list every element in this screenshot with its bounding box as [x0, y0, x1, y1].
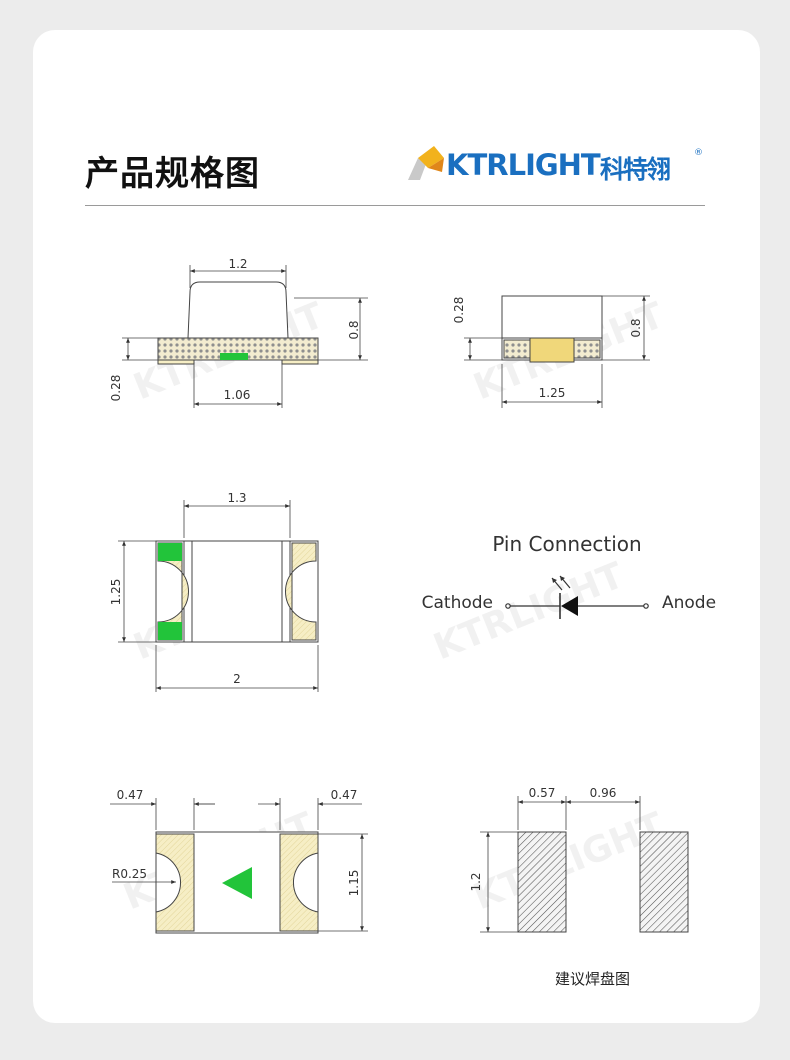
- dim-side-bottom-width: 1.06: [224, 388, 251, 402]
- pin-connection-title: Pin Connection: [492, 532, 641, 556]
- led-symbol-icon: [505, 575, 649, 619]
- bottom-view: [110, 798, 368, 934]
- dim-top-length: 2: [233, 672, 241, 686]
- spec-card: [33, 30, 760, 1023]
- top-view: [118, 500, 319, 692]
- dim-bottom-height: 1.15: [347, 870, 361, 897]
- end-pad-right: [573, 339, 601, 359]
- land-pattern: [480, 796, 689, 933]
- bottom-pad-left: [155, 833, 195, 932]
- cathode-label: Cathode: [422, 593, 493, 613]
- dim-land-width: 0.57: [529, 786, 556, 800]
- dim-bottom-pad-left: 0.47: [117, 788, 144, 802]
- registered-mark: ®: [694, 148, 703, 158]
- dim-end-pad-height: 0.28: [452, 297, 466, 324]
- side-view: [122, 265, 368, 408]
- dim-land-gap: 0.96: [590, 786, 617, 800]
- logo-mark-icon: [408, 146, 444, 180]
- dim-bottom-radius: R0.25: [112, 867, 147, 881]
- brand-name-cn: 科特翎: [600, 155, 671, 184]
- side-lens: [187, 281, 289, 339]
- dim-bottom-pad-right: 0.47: [331, 788, 358, 802]
- top-pad-left: [157, 542, 189, 641]
- dim-end-height: 0.8: [629, 318, 643, 337]
- top-pad-right: [285, 542, 317, 641]
- polarity-arrow-icon: [222, 867, 252, 899]
- dim-top-height: 1.25: [109, 579, 123, 606]
- dim-top-lens-width: 1.3: [227, 491, 246, 505]
- header-divider: [85, 205, 705, 206]
- dim-side-top-width: 1.2: [228, 257, 247, 271]
- dim-side-pad-height: 0.28: [109, 375, 123, 402]
- dim-land-height: 1.2: [469, 872, 483, 891]
- end-view: [464, 295, 650, 408]
- end-pad-left: [503, 339, 531, 359]
- side-chip-marker: [220, 353, 248, 360]
- page-title: 产品规格图: [85, 154, 260, 194]
- side-pad-right: [281, 359, 319, 365]
- anode-label: Anode: [662, 593, 716, 613]
- end-lens: [501, 295, 603, 339]
- land-pattern-caption: 建议焊盘图: [555, 970, 631, 988]
- cathode-mark-top: [158, 543, 182, 561]
- side-pad-left: [157, 359, 195, 365]
- land-pad-left: [517, 831, 567, 933]
- land-pad-right: [639, 831, 689, 933]
- dim-end-width: 1.25: [539, 386, 566, 400]
- brand-name-latin: KTRLIGHT: [446, 148, 601, 182]
- dim-side-height: 0.8: [347, 320, 361, 339]
- end-center-pad: [529, 337, 575, 363]
- cathode-mark-bottom: [158, 622, 182, 640]
- brand-logo: KTRLIGHT 科特翎 ®: [404, 142, 704, 188]
- bottom-pad-right: [279, 833, 319, 932]
